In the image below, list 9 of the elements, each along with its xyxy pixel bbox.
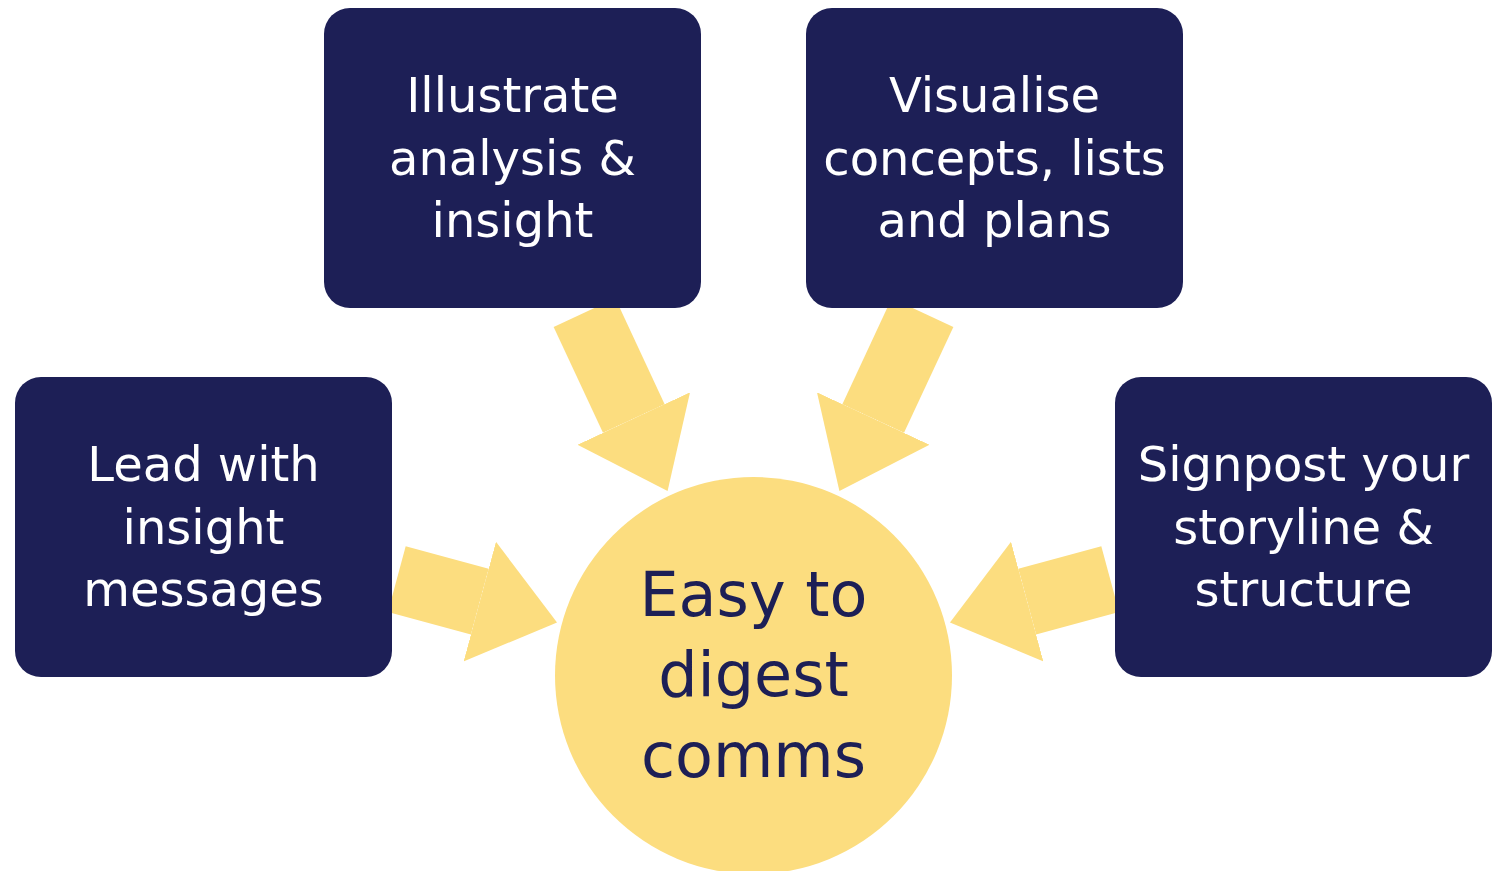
node-label: Easy to digest comms <box>638 556 869 794</box>
topic-box <box>15 377 392 677</box>
node-label: Lead with insight messages <box>82 435 325 620</box>
node-label: Illustrate analysis & insight <box>388 66 637 251</box>
node-label: Visualise concepts, lists and plans <box>822 66 1167 251</box>
topic-box <box>806 8 1183 308</box>
node-label: Signpost your storyline & structure <box>1136 435 1471 620</box>
topic-box <box>324 8 701 308</box>
topic-box <box>1115 377 1492 677</box>
